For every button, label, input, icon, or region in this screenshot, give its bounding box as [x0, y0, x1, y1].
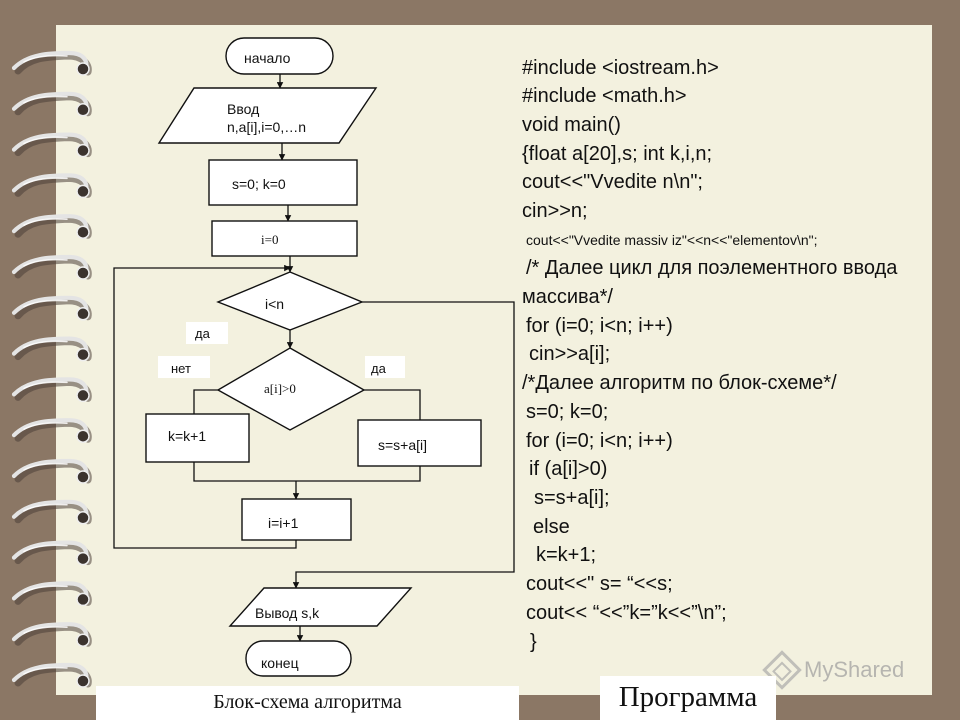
branch-no-label-background — [158, 356, 210, 378]
spiral-ring — [11, 540, 92, 566]
if-action-box — [357, 419, 482, 467]
if-condition-diamond — [216, 347, 366, 431]
loop-condition-diamond — [216, 271, 364, 331]
input-parallelogram — [157, 87, 378, 144]
output-label: Вывод s,k — [255, 605, 320, 621]
program-caption: Программа — [600, 676, 776, 720]
spiral-ring — [11, 254, 92, 280]
if-merge-line — [296, 466, 421, 482]
increment-box — [241, 498, 352, 541]
loop-back-line — [113, 264, 297, 549]
loop-init-box — [211, 220, 358, 257]
increment-label: i=i+1 — [268, 515, 299, 531]
spiral-ring — [11, 499, 92, 525]
loop-yes-label-background — [186, 322, 228, 344]
connectors — [113, 74, 515, 642]
flowchart-shapes — [145, 37, 482, 677]
spiral-ring — [11, 458, 92, 484]
input-label-line-1: Ввод — [227, 101, 260, 117]
start-label: начало — [244, 50, 291, 66]
loop-condition-label: i<n — [265, 296, 285, 312]
flowchart-caption: Блок-схема алгоритма — [96, 686, 519, 720]
loop-yes-label: да — [195, 326, 210, 341]
spiral-ring — [11, 377, 92, 403]
branch-no-label: нет — [171, 361, 191, 376]
init-process-box — [208, 159, 358, 206]
watermark: MyShared — [762, 650, 905, 690]
loop-init-label: i=0 — [261, 232, 279, 247]
spiral-ring — [11, 214, 92, 239]
yes-branch-line — [364, 389, 421, 420]
start-terminator — [225, 37, 334, 75]
else-action-label: k=k+1 — [168, 428, 207, 444]
spiral-ring — [11, 173, 92, 199]
spiral-ring — [11, 132, 92, 158]
end-terminator — [245, 640, 352, 677]
spiral-ring — [11, 295, 92, 321]
init-label: s=0; k=0 — [232, 176, 286, 192]
branch-yes-label-background — [365, 356, 405, 378]
loop-exit-line — [292, 301, 515, 589]
output-parallelogram — [228, 587, 413, 627]
spiral-ring — [11, 622, 92, 647]
else-action-box — [145, 413, 250, 463]
spiral-ring — [11, 336, 92, 362]
spiral-ring — [11, 91, 92, 117]
if-action-label: s=s+a[i] — [378, 437, 428, 453]
spiral-ring — [11, 418, 92, 443]
branch-label-backgrounds — [158, 322, 405, 378]
end-label: конец — [261, 655, 299, 671]
no-branch-line — [193, 389, 220, 414]
watermark-text: MyShared — [804, 657, 905, 682]
spiral-ring — [11, 50, 92, 76]
branch-yes-label: да — [371, 361, 386, 376]
spiral-ring — [11, 662, 92, 688]
input-label-line-2: n,a[i],i=0,…n — [227, 119, 306, 135]
if-condition-label: a[i]>0 — [264, 381, 296, 396]
else-merge-line — [193, 462, 296, 482]
spiral-ring — [11, 581, 92, 607]
